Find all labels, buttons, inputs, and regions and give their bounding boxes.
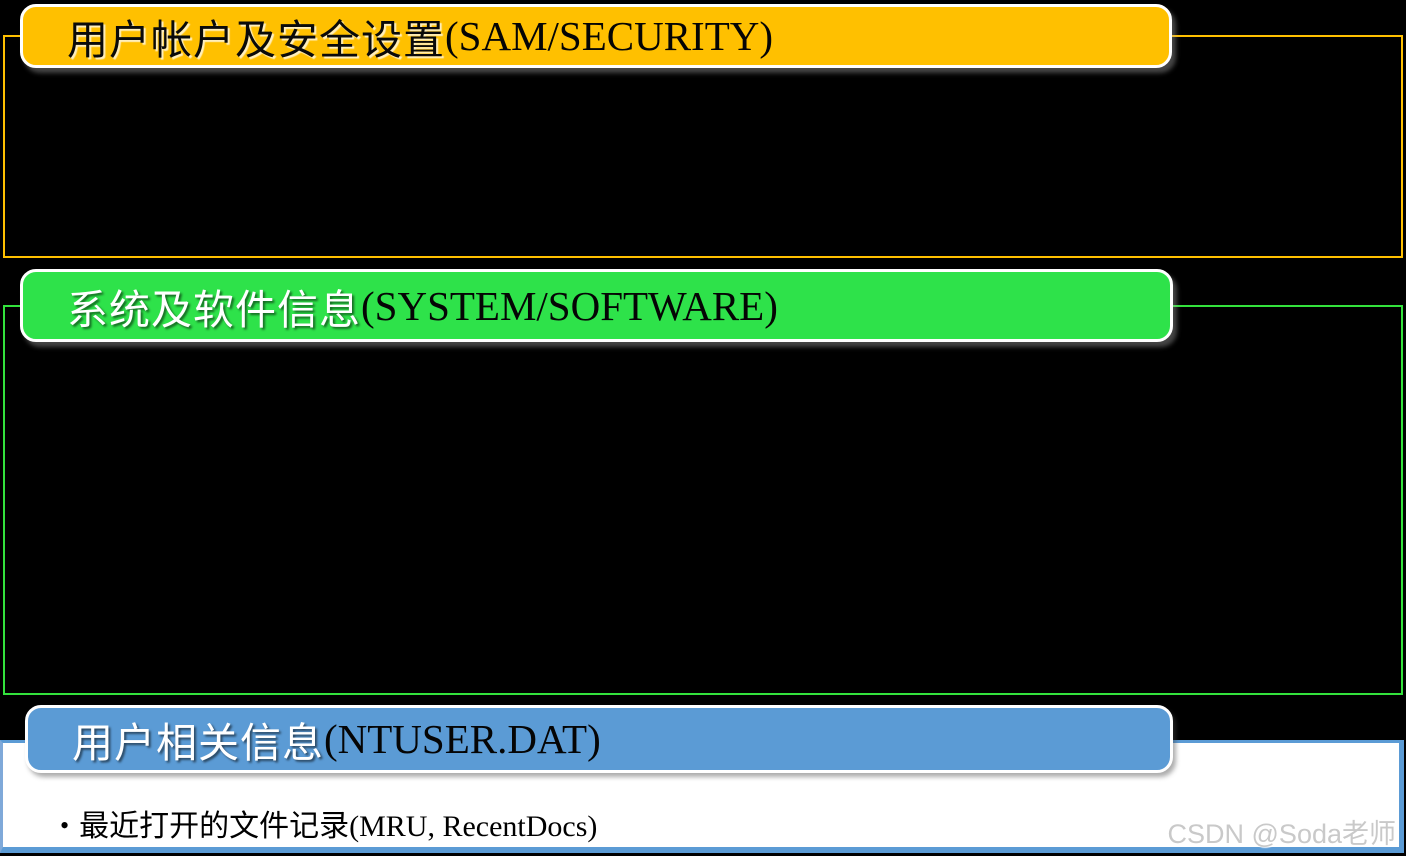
bullet-recent-docs-text: 最近打开的文件记录(MRU, RecentDocs) [79,810,598,843]
system-header-title-en: (SYSTEM/SOFTWARE) [361,282,778,329]
ntuser-header-title-zh: 用户相关信息 [72,720,324,766]
ntuser-header-bar: 用户相关信息(NTUSER.DAT) [25,705,1173,773]
sam-header-title-zh: 用户帐户及安全设置 [67,17,445,63]
system-content-box [3,305,1403,695]
bullet-marker: • [60,811,70,840]
sam-header-title-en: (SAM/SECURITY) [445,13,774,59]
bullet-recent-docs: • 最近打开的文件记录(MRU, RecentDocs) [60,801,597,845]
system-header-bar: 系统及软件信息(SYSTEM/SOFTWARE) [20,269,1173,342]
sam-content-box [3,35,1403,258]
csdn-watermark: CSDN @Soda老师 [1167,819,1396,849]
ntuser-header-title-en: (NTUSER.DAT) [324,716,601,762]
sam-header-bar: 用户帐户及安全设置(SAM/SECURITY) [20,4,1172,68]
system-header-title-zh: 系统及软件信息 [67,286,361,333]
